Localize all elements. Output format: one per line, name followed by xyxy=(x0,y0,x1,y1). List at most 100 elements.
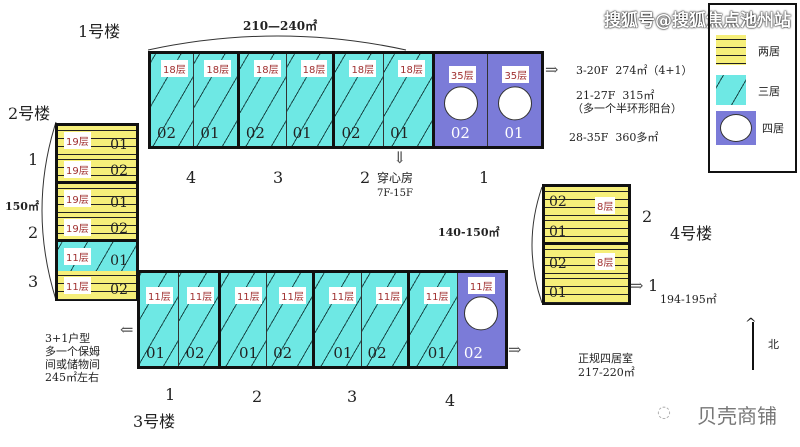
area-bracket xyxy=(531,186,543,304)
floor-label: 18层 xyxy=(349,60,377,77)
legend-label: 四居 xyxy=(762,122,784,135)
b4-row[interactable]: 01 xyxy=(545,216,628,245)
room-code: 01 xyxy=(200,124,220,142)
b2-unit-label: 3 xyxy=(28,272,39,291)
b1-spec: 21-27F 315㎡ xyxy=(576,89,655,102)
b3-unit-2[interactable]: 11层 01 11层 02 xyxy=(220,273,316,366)
legend: 两居 三居 四居 xyxy=(708,3,797,173)
legend-two-bedroom-swatch xyxy=(716,35,746,65)
room-code: 02 xyxy=(273,344,293,362)
building-2-title: 2号楼 xyxy=(8,104,51,123)
floor-label: 11层 xyxy=(279,287,306,304)
building-4-title: 4号楼 xyxy=(670,224,713,243)
room-code: 01 xyxy=(390,124,410,142)
floor-label: 18层 xyxy=(300,60,328,77)
b2-row[interactable]: 11层 02 xyxy=(58,271,136,300)
floor-label: 19层 xyxy=(64,219,91,236)
room-code: 02 xyxy=(185,344,205,362)
b4-row[interactable]: 02 8层 xyxy=(545,187,628,216)
floor-label: 35层 xyxy=(448,66,476,83)
floor-label: 19层 xyxy=(64,190,91,207)
b3-unit-label: 2 xyxy=(252,387,263,406)
b2-row[interactable]: 19层 02 xyxy=(58,155,136,184)
four-bedroom-circle-icon xyxy=(497,86,532,121)
north-arrow-icon xyxy=(752,322,754,370)
building-1-title: 1号楼 xyxy=(78,22,121,41)
floor-label: 11层 xyxy=(187,287,215,304)
room-code: 01 xyxy=(110,137,128,153)
b4-unit-label: 2 xyxy=(642,207,653,226)
floor-label: 11层 xyxy=(423,287,451,304)
floor-label: 8层 xyxy=(595,253,616,270)
room-code: 02 xyxy=(110,282,128,298)
building-4-area-top: 140-150㎡ xyxy=(438,226,500,239)
room-code: 02 xyxy=(245,124,265,142)
building-1-area: 210—240㎡ xyxy=(243,19,318,33)
four-bedroom-circle-icon xyxy=(464,296,499,331)
right-arrow-icon: ⇒ xyxy=(545,60,559,79)
room-code: 02 xyxy=(549,256,567,272)
b4-row[interactable]: 02 8层 xyxy=(545,245,628,274)
b2-unit-label: 2 xyxy=(28,223,39,242)
floor-label: 18层 xyxy=(161,60,188,77)
b3-note: 3+1户型 xyxy=(45,332,91,345)
building-1: 18层 02 18层 01 18层 02 18层 01 18层 02 18层 01 35层 02 35… xyxy=(148,51,544,149)
room-code: 02 xyxy=(341,124,361,142)
floor-label: 11层 xyxy=(467,277,495,294)
room-code: 01 xyxy=(238,344,259,362)
floor-label: 11层 xyxy=(375,287,403,304)
room-code: 01 xyxy=(427,344,447,362)
left-arrow-icon: ⇐ xyxy=(120,320,134,339)
b1-spec: （多一个半环形阳台） xyxy=(572,102,682,115)
floor-label: 11层 xyxy=(234,287,262,304)
floor-label: 11层 xyxy=(64,277,91,294)
floor-label: 18层 xyxy=(398,60,425,77)
b2-row[interactable]: 19层 02 xyxy=(58,213,136,242)
b1-spec: 28-35F 360多㎡ xyxy=(569,131,659,144)
floor-label: 19层 xyxy=(64,161,91,178)
b2-row[interactable]: 19层 01 xyxy=(58,184,136,213)
b4-unit-label: 1 xyxy=(648,276,659,295)
room-code: 02 xyxy=(549,194,567,210)
north-label: 北 xyxy=(768,338,779,351)
b4-row[interactable]: 01 xyxy=(545,274,628,303)
room-code: 01 xyxy=(110,195,128,211)
floor-label: 18层 xyxy=(253,60,281,77)
room-code: 01 xyxy=(549,285,567,301)
floor-label: 35层 xyxy=(502,66,530,83)
footer-brand: 贝壳商铺 xyxy=(697,404,777,428)
down-arrow-icon: ⇓ xyxy=(393,148,407,167)
b3-note2: 正规四居室 xyxy=(578,352,633,365)
building-2-area: 150㎡ xyxy=(5,200,39,213)
four-bedroom-circle-icon xyxy=(444,86,479,121)
b3-note: 间或储物间 xyxy=(45,358,100,371)
building-4: 02 8层 01 02 8层 01 xyxy=(542,184,631,305)
wechat-icon: ◌ xyxy=(657,402,671,421)
room-code: 02 xyxy=(367,344,387,362)
b1-unit-2[interactable]: 18层 02 18层 01 xyxy=(335,54,435,146)
floor-label: 8层 xyxy=(595,197,616,214)
room-code: 02 xyxy=(110,163,128,179)
legend-three-bedroom-swatch xyxy=(716,75,746,105)
b3-unit-label: 4 xyxy=(445,391,456,410)
room-code: 02 xyxy=(157,124,177,142)
room-code: 02 xyxy=(110,221,128,237)
room-code: 02 xyxy=(450,124,470,142)
legend-label: 三居 xyxy=(758,85,780,98)
area-bracket xyxy=(148,35,407,51)
floor-label: 11层 xyxy=(146,287,173,304)
room-code: 01 xyxy=(549,224,567,240)
b1-unit-label: 2 xyxy=(360,168,371,187)
legend-four-bedroom-swatch xyxy=(716,111,756,145)
building-3-title: 3号楼 xyxy=(133,412,176,431)
area-bracket xyxy=(41,121,57,301)
